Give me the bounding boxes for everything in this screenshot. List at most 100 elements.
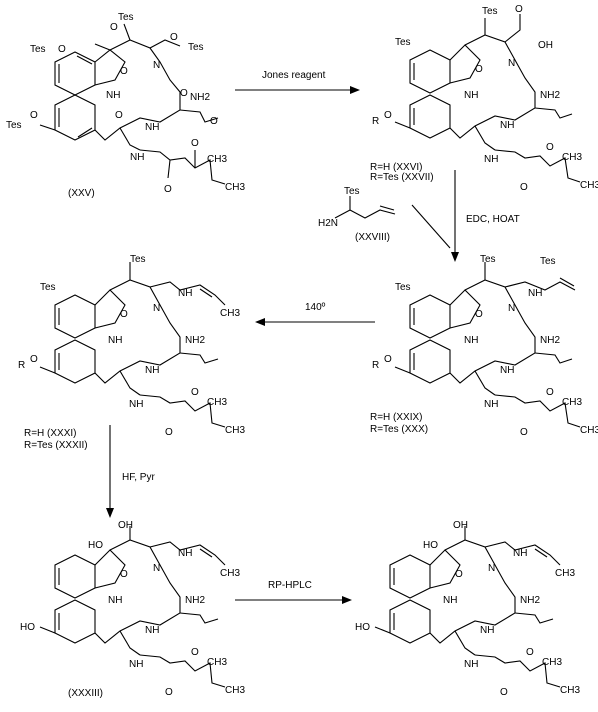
oxygen-label: O: [110, 22, 118, 33]
oxygen-label: O: [475, 309, 483, 320]
tes-label: Tes: [395, 282, 411, 293]
tes-label: Tes: [540, 256, 556, 267]
hydroxyl-label: OH: [453, 520, 468, 531]
arrow-heat: 140º: [255, 302, 375, 326]
arrow-hf-pyr: HF, Pyr: [106, 425, 155, 518]
n-label: N: [508, 303, 515, 314]
n-label: N: [508, 58, 515, 69]
ch3-label: CH3: [225, 685, 245, 696]
compound-label: R=H (XXIX): [370, 412, 423, 423]
ch3-label: CH3: [562, 397, 582, 408]
compound-xxviii: Tes H2N (XXVIII): [318, 186, 396, 243]
oxygen-label: O: [165, 687, 173, 698]
oxygen-label: O: [180, 88, 188, 99]
oxygen-label: O: [546, 387, 554, 398]
compound-final: OH HO NH CH3 HO NH O N NH2 NH NH O O CH3…: [355, 520, 580, 698]
nh-label: NH: [145, 365, 159, 376]
r-group-label: R: [372, 360, 379, 371]
compound-label: R=Tes (XXVII): [370, 172, 434, 183]
tes-label: Tes: [130, 254, 146, 265]
oxygen-label: O: [58, 44, 66, 55]
oxygen-label: O: [384, 110, 392, 121]
hydroxyl-label: HO: [355, 622, 370, 633]
nh2-label: NH2: [540, 90, 560, 101]
reagent-label: EDC, HOAT: [466, 214, 520, 225]
compound-label: R=H (XXVI): [370, 162, 423, 173]
arrow-hplc: RP-HPLC: [235, 580, 352, 604]
ch3-label: CH3: [220, 568, 240, 579]
compound-xxxiii: OH HO NH CH3 HO NH O N NH2 NH NH O O CH3…: [20, 520, 245, 699]
ch3-label: CH3: [555, 568, 575, 579]
tes-label: Tes: [6, 120, 22, 131]
nh2-label: NH2: [540, 335, 560, 346]
compound-xxv: Tes O Tes O O Tes Tes O NH O N O NH2 NH …: [6, 12, 245, 199]
n-label: N: [153, 303, 160, 314]
compound-xxxi: Tes Tes NH CH3 R O NH O N NH2 NH NH O O …: [18, 254, 245, 451]
nh-label: NH: [484, 154, 498, 165]
tes-label: Tes: [30, 44, 46, 55]
r-group-label: R: [372, 116, 379, 127]
ch3-label: CH3: [207, 657, 227, 668]
compound-label: R=H (XXXI): [24, 428, 77, 439]
nh-label: NH: [178, 548, 192, 559]
nh-label: NH: [145, 625, 159, 636]
oxygen-label: O: [115, 110, 123, 121]
tes-label: Tes: [482, 6, 498, 17]
arrow-jones: Jones reagent: [235, 70, 360, 94]
oxygen-label: O: [520, 182, 528, 193]
nh-label: NH: [464, 335, 478, 346]
nh2-label: NH2: [185, 595, 205, 606]
tes-label: Tes: [480, 254, 496, 265]
oxygen-label: O: [515, 4, 523, 15]
compound-xxvi: Tes Tes OH O R O NH O N NH2 NH NH O O CH…: [370, 4, 598, 193]
nh2-label: NH2: [185, 335, 205, 346]
n-label: N: [488, 563, 495, 574]
amine-label: H2N: [318, 218, 338, 229]
nh-label: NH: [464, 659, 478, 670]
tes-label: Tes: [188, 42, 204, 53]
nh-label: NH: [480, 625, 494, 636]
hydroxyl-label: HO: [423, 540, 438, 551]
compound-label: R=Tes (XXX): [370, 424, 428, 435]
ch3-label: CH3: [220, 308, 240, 319]
oxygen-label: O: [30, 354, 38, 365]
ch3-label: CH3: [542, 657, 562, 668]
oxygen-label: O: [170, 32, 178, 43]
oxygen-label: O: [165, 427, 173, 438]
ch3-label: CH3: [580, 425, 598, 436]
nh-label: NH: [528, 288, 542, 299]
tes-label: Tes: [395, 37, 411, 48]
ch3-label: CH3: [580, 180, 598, 191]
n-label: N: [153, 60, 160, 71]
reagent-label: 140º: [305, 302, 326, 313]
reagent-label: HF, Pyr: [122, 472, 155, 483]
acid-oh-label: OH: [538, 40, 553, 51]
nh-label: NH: [443, 595, 457, 606]
nh-label: NH: [129, 659, 143, 670]
oxygen-label: O: [30, 110, 38, 121]
oxygen-label: O: [120, 66, 128, 77]
tes-label: Tes: [40, 282, 56, 293]
r-group-label: R: [18, 360, 25, 371]
nh-label: NH: [145, 122, 159, 133]
nh-label: NH: [108, 595, 122, 606]
arrow-edc: EDC, HOAT: [411, 170, 520, 262]
ch3-label: CH3: [225, 425, 245, 436]
nh-label: NH: [484, 399, 498, 410]
oxygen-label: O: [191, 387, 199, 398]
ch3-label: CH3: [225, 182, 245, 193]
nh-label: NH: [178, 288, 192, 299]
nh-label: NH: [513, 548, 527, 559]
compound-label: (XXV): [68, 188, 95, 199]
nh-label: NH: [500, 120, 514, 131]
oxygen-label: O: [546, 142, 554, 153]
oxygen-label: O: [500, 687, 508, 698]
oxygen-label: O: [455, 569, 463, 580]
nh-label: NH: [130, 152, 144, 163]
ch3-label: CH3: [207, 397, 227, 408]
oxygen-label: O: [120, 569, 128, 580]
oxygen-label: O: [526, 647, 534, 658]
reagent-label: Jones reagent: [262, 70, 326, 81]
compound-label: (XXVIII): [355, 232, 390, 243]
